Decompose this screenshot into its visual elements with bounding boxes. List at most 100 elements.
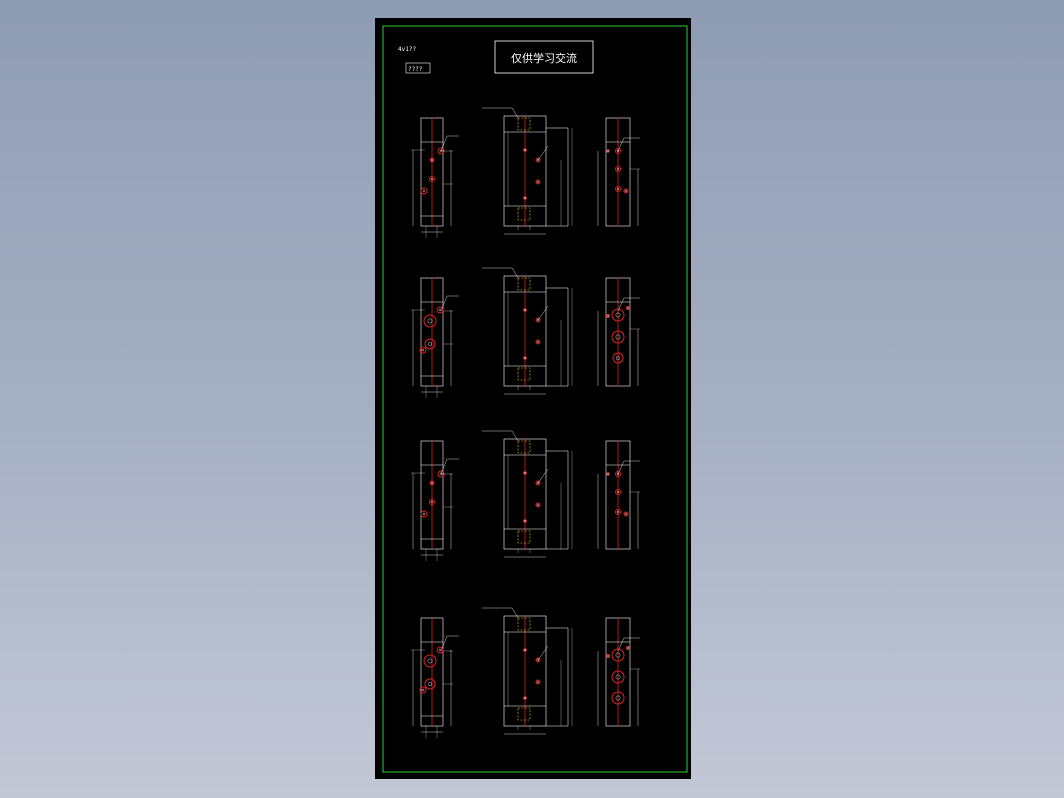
port-hole-inner bbox=[427, 318, 433, 324]
right-port-hole bbox=[623, 188, 629, 194]
hidden-port-bottom bbox=[517, 367, 531, 381]
left-port-hole bbox=[423, 654, 437, 668]
port-hole-inner bbox=[624, 189, 628, 193]
left-mount-hole bbox=[420, 187, 428, 195]
port-hole-inner bbox=[615, 695, 621, 701]
callout-leader bbox=[440, 135, 448, 152]
port-hole-inner bbox=[439, 472, 443, 476]
hidden-port-bottom bbox=[517, 707, 531, 721]
port-hole-inner bbox=[616, 356, 620, 360]
middle-hole bbox=[523, 356, 527, 360]
port-hole-inner bbox=[536, 680, 540, 684]
port-hole-inner bbox=[428, 342, 432, 346]
middle-mount-hole bbox=[535, 480, 541, 486]
port-hole-inner bbox=[615, 652, 621, 658]
hidden-port-bottom bbox=[517, 207, 531, 221]
port-hole-inner bbox=[438, 648, 442, 652]
drawing-sheet: 4v1?? ???? 仅供学习交流 bbox=[375, 18, 691, 779]
callout-leader bbox=[440, 458, 448, 475]
port-hole-inner bbox=[536, 503, 540, 507]
port-hole-inner bbox=[523, 308, 527, 312]
callout-leader bbox=[440, 635, 448, 652]
left-mount-hole bbox=[419, 686, 427, 694]
port-hole-inner bbox=[421, 688, 425, 692]
callout-leader bbox=[511, 607, 519, 619]
port-hole-inner bbox=[422, 189, 426, 193]
port-hole-inner bbox=[606, 149, 610, 153]
right-port-hole bbox=[615, 489, 621, 495]
hidden-port-bottom bbox=[517, 530, 531, 544]
port-hole-inner bbox=[430, 481, 434, 485]
port-hole-inner bbox=[606, 654, 610, 658]
port-hole-inner bbox=[536, 340, 540, 344]
port-hole-inner bbox=[606, 314, 610, 318]
middle-hole bbox=[523, 696, 527, 700]
middle-mount-hole bbox=[535, 339, 541, 345]
right-port-hole bbox=[615, 166, 621, 172]
right-port-hole bbox=[611, 648, 625, 662]
left-mount-hole bbox=[419, 346, 427, 354]
right-port-hole bbox=[615, 509, 621, 515]
middle-hole bbox=[523, 308, 527, 312]
port-hole-inner bbox=[438, 308, 442, 312]
left-mount-hole bbox=[420, 510, 428, 518]
port-hole-inner bbox=[616, 510, 620, 514]
right-port-hole bbox=[611, 691, 625, 705]
middle-mount-hole bbox=[535, 157, 541, 163]
right-port-hole bbox=[611, 670, 625, 684]
middle-mount-hole bbox=[535, 657, 541, 663]
port-hole-inner bbox=[523, 648, 527, 652]
right-port-hole bbox=[615, 471, 621, 477]
port-hole-inner bbox=[523, 696, 527, 700]
port-hole-inner bbox=[430, 177, 434, 181]
callout-leader bbox=[511, 107, 519, 119]
callout-leader bbox=[617, 637, 625, 652]
right-port-hole bbox=[611, 330, 625, 344]
port-hole-inner bbox=[523, 471, 527, 475]
left-port-hole bbox=[429, 499, 435, 505]
port-hole-inner bbox=[430, 158, 434, 162]
middle-hole bbox=[523, 196, 527, 200]
watermark-text: 仅供学习交流 bbox=[511, 51, 577, 65]
callout-leader bbox=[617, 137, 625, 152]
callout-leader bbox=[511, 430, 519, 442]
view-group bbox=[411, 107, 640, 738]
callout-leader bbox=[511, 267, 519, 279]
header-box bbox=[405, 62, 431, 74]
port-hole-inner bbox=[428, 682, 432, 686]
middle-hole bbox=[523, 471, 527, 475]
hidden-port-top bbox=[517, 277, 531, 291]
port-hole-inner bbox=[616, 167, 620, 171]
port-hole-inner bbox=[615, 334, 621, 340]
left-port-hole bbox=[429, 176, 435, 182]
port-hole-inner bbox=[430, 500, 434, 504]
callout-leader bbox=[617, 460, 625, 475]
right-mount-hole bbox=[626, 306, 630, 310]
port-hole-inner bbox=[536, 481, 540, 485]
left-mount-hole bbox=[436, 306, 444, 314]
port-hole-inner bbox=[616, 149, 620, 153]
callout-leader bbox=[537, 305, 549, 321]
left-port-hole bbox=[424, 338, 436, 350]
hidden-port-top bbox=[517, 117, 531, 131]
port-hole-inner bbox=[536, 158, 540, 162]
port-hole-inner bbox=[421, 348, 425, 352]
callout-leader bbox=[617, 297, 625, 312]
right-port-hole bbox=[612, 352, 624, 364]
callout-leader bbox=[537, 145, 549, 161]
right-port-hole bbox=[615, 148, 621, 154]
port-hole-inner bbox=[536, 180, 540, 184]
middle-hole bbox=[523, 648, 527, 652]
left-port-hole bbox=[424, 678, 436, 690]
port-hole-inner bbox=[626, 306, 630, 310]
middle-mount-hole bbox=[535, 502, 541, 508]
callout-leader bbox=[440, 295, 448, 312]
right-mount-hole bbox=[606, 314, 610, 318]
port-hole-inner bbox=[422, 512, 426, 516]
port-hole-inner bbox=[606, 472, 610, 476]
callout-leader bbox=[537, 645, 549, 661]
port-hole-inner bbox=[536, 318, 540, 322]
left-port-hole bbox=[423, 314, 437, 328]
port-hole-inner bbox=[523, 196, 527, 200]
left-port-hole bbox=[429, 157, 435, 163]
